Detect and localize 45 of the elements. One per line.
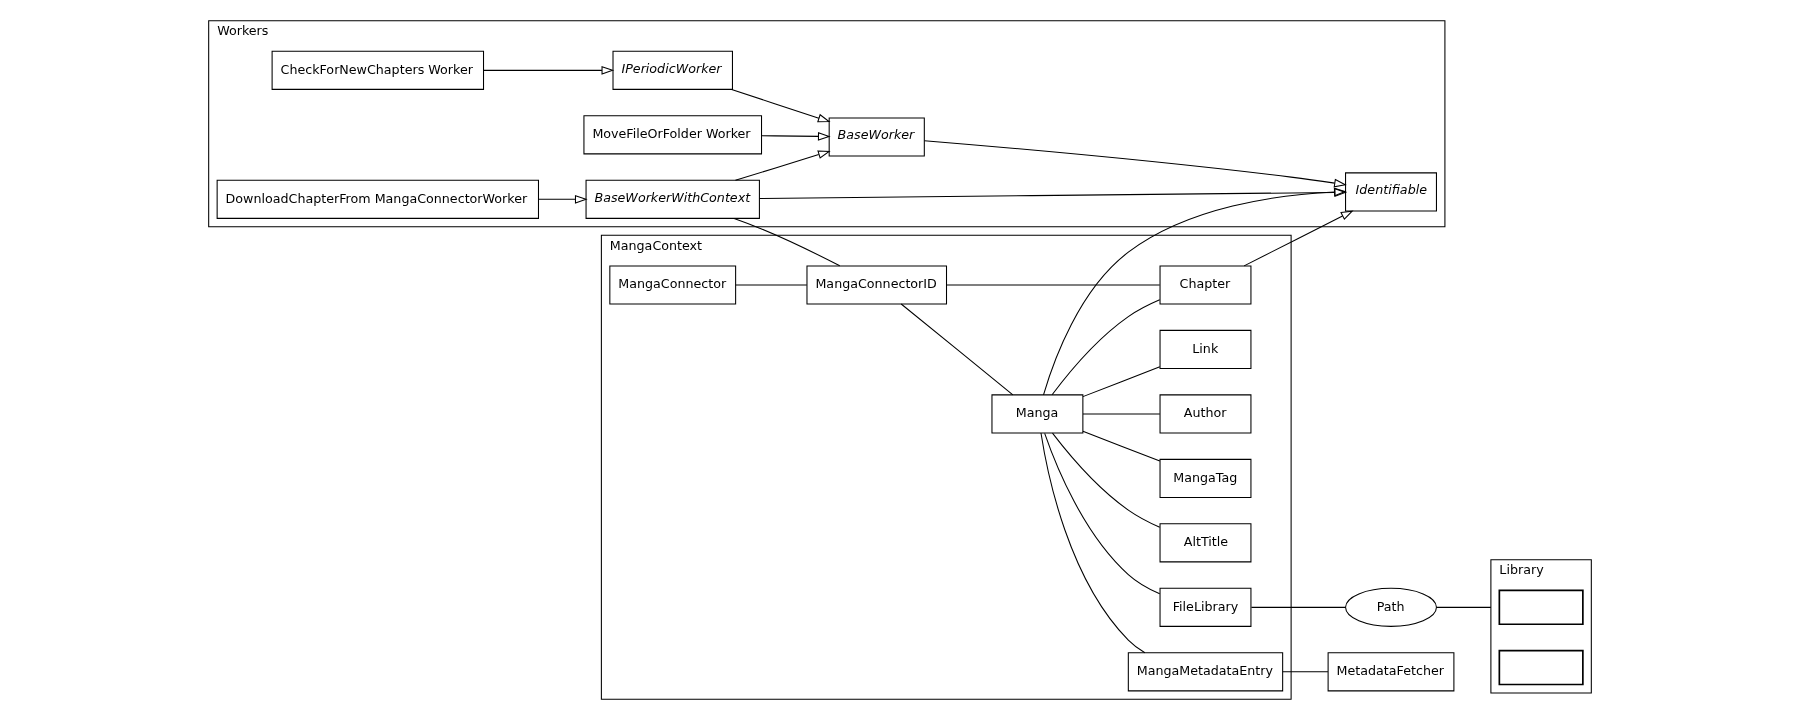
node-box: Chapter (1159, 265, 1252, 305)
connector (946, 284, 1161, 286)
node-box: Link (1159, 329, 1252, 369)
cluster: Library (1490, 559, 1592, 694)
arrow (1243, 210, 1354, 267)
node-box: BaseWorker (828, 117, 925, 157)
arrow (731, 88, 831, 123)
connector (1044, 432, 1161, 595)
connector (735, 284, 808, 286)
arrow (538, 194, 588, 204)
node-box (1498, 649, 1584, 686)
node-box: IPeriodicWorker (612, 50, 733, 90)
node-box: FileLibrary (1159, 587, 1252, 627)
connector (1082, 413, 1161, 415)
connector (1082, 366, 1161, 398)
node-box: Author (1159, 394, 1252, 434)
node-box: MangaConnectorID (806, 265, 948, 305)
node-box: Identifiable (1345, 172, 1437, 212)
node-box: MangaMetadataEntry (1127, 652, 1284, 692)
connector (1282, 671, 1329, 673)
node-box: DownloadChapterFrom MangaConnectorWorker (216, 179, 539, 219)
node-box: MoveFileOrFolder Worker (583, 115, 763, 155)
connector (1051, 299, 1161, 396)
arrow (1043, 187, 1347, 396)
arrow (923, 140, 1347, 188)
node-box: BaseWorkerWithContext (585, 179, 760, 219)
node-box: AltTitle (1159, 523, 1252, 563)
node-ellipse: Path (1345, 587, 1437, 627)
connector (1051, 432, 1161, 528)
connector (1040, 432, 1146, 654)
node-box: Manga (991, 394, 1084, 434)
connector (900, 303, 1014, 396)
node-box: MetadataFetcher (1327, 652, 1455, 692)
arrow (758, 188, 1348, 199)
connector (1435, 606, 1492, 608)
node-box: CheckForNewChapters Worker (271, 50, 485, 90)
node-box: MangaTag (1159, 458, 1252, 498)
connector (733, 218, 841, 267)
arrow (734, 150, 831, 181)
arrow (761, 131, 831, 141)
arrow (483, 65, 615, 75)
node-box: MangaConnector (609, 265, 737, 305)
node-box (1498, 589, 1584, 626)
connector (1250, 606, 1347, 608)
connector (1082, 430, 1161, 462)
